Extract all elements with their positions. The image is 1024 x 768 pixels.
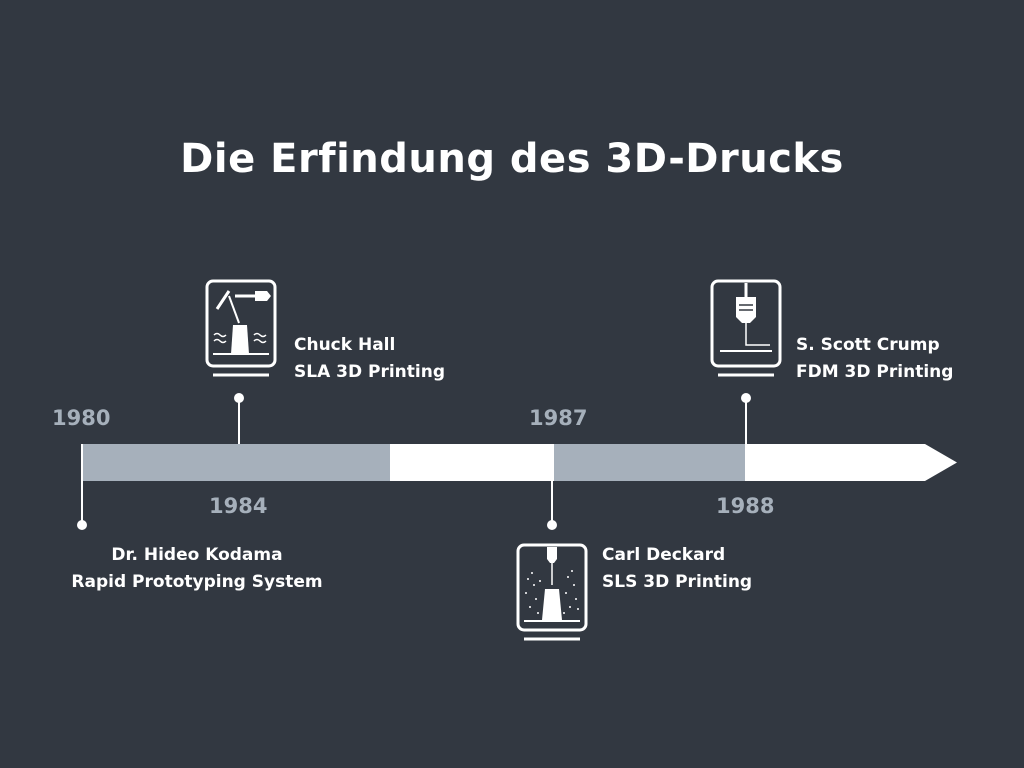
event-crump-tech: FDM 3D Printing (796, 362, 954, 382)
timeline-segment-1987-1988 (554, 444, 745, 481)
year-1984: 1984 (209, 494, 268, 518)
dot-1987 (547, 520, 557, 530)
timeline-arrow-head (745, 444, 957, 481)
event-hall-tech: SLA 3D Printing (294, 362, 446, 382)
dot-1988 (741, 393, 751, 403)
year-1987: 1987 (529, 406, 588, 430)
event-hall: Chuck Hall SLA 3D Printing (294, 332, 445, 386)
fdm-printer-icon (710, 279, 782, 377)
event-crump: S. Scott Crump FDM 3D Printing (796, 332, 953, 386)
page-title: Die Erfindung des 3D-Drucks (180, 136, 844, 182)
event-kodama-tech: Rapid Prototyping System (71, 572, 323, 592)
sls-printer-icon (516, 543, 588, 641)
event-deckard-tech: SLS 3D Printing (602, 572, 753, 592)
sla-printer-icon (205, 279, 277, 377)
dot-1984 (234, 393, 244, 403)
timeline-segment-1980-1984 (82, 444, 390, 481)
year-1980: 1980 (52, 406, 111, 430)
dot-1980 (77, 520, 87, 530)
event-crump-name: S. Scott Crump (796, 335, 940, 355)
event-deckard-name: Carl Deckard (602, 545, 726, 565)
timeline-segment-1984-1987 (390, 444, 554, 481)
event-kodama: Dr. Hideo Kodama Rapid Prototyping Syste… (62, 542, 332, 596)
year-1988: 1988 (716, 494, 775, 518)
event-hall-name: Chuck Hall (294, 335, 396, 355)
event-deckard: Carl Deckard SLS 3D Printing (602, 542, 752, 596)
event-kodama-name: Dr. Hideo Kodama (111, 545, 283, 565)
